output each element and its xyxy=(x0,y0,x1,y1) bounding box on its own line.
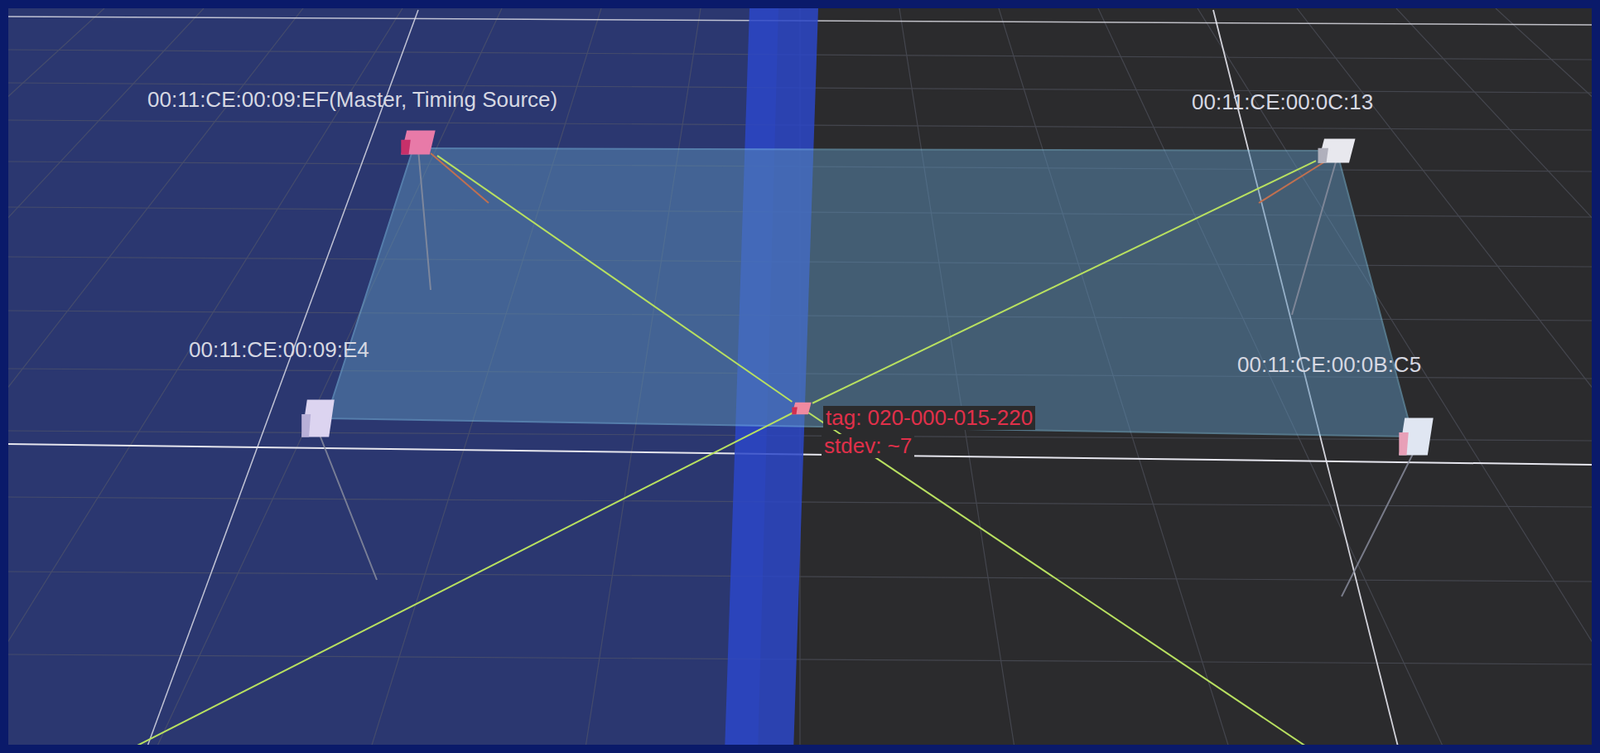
anchor-sensor: 00:11:CE:00:09:EF(Master, Timing Source) xyxy=(399,129,438,156)
anchor-sensor: 00:11:CE:00:0B:C5 xyxy=(1397,415,1436,458)
anchor-sensor: 00:11:CE:00:0C:13 xyxy=(1315,137,1358,164)
anchor-sensor: 00:11:CE:00:09:E4 xyxy=(299,397,337,439)
tag-marker: tag: 020-000-015-220stdev: ~7 xyxy=(790,401,813,415)
sensor-shape xyxy=(1397,415,1436,458)
sensor-shape xyxy=(299,397,337,439)
anchor-address: 00:11:CE:00:0C:13 xyxy=(1191,90,1374,115)
tag-label: tag: 020-000-015-220 xyxy=(823,405,1036,430)
anchor-address: 00:11:CE:00:0B:C5 xyxy=(1237,352,1422,377)
sensor-shape xyxy=(1315,137,1358,164)
anchor-address: 00:11:CE:00:09:EF(Master, Timing Source) xyxy=(147,87,558,112)
range-line xyxy=(437,155,792,402)
sensor-shape xyxy=(790,401,813,415)
anchor-address: 00:11:CE:00:09:E4 xyxy=(188,337,370,362)
sensor-shape xyxy=(399,129,438,156)
tag-label: stdev: ~7 xyxy=(821,433,915,458)
